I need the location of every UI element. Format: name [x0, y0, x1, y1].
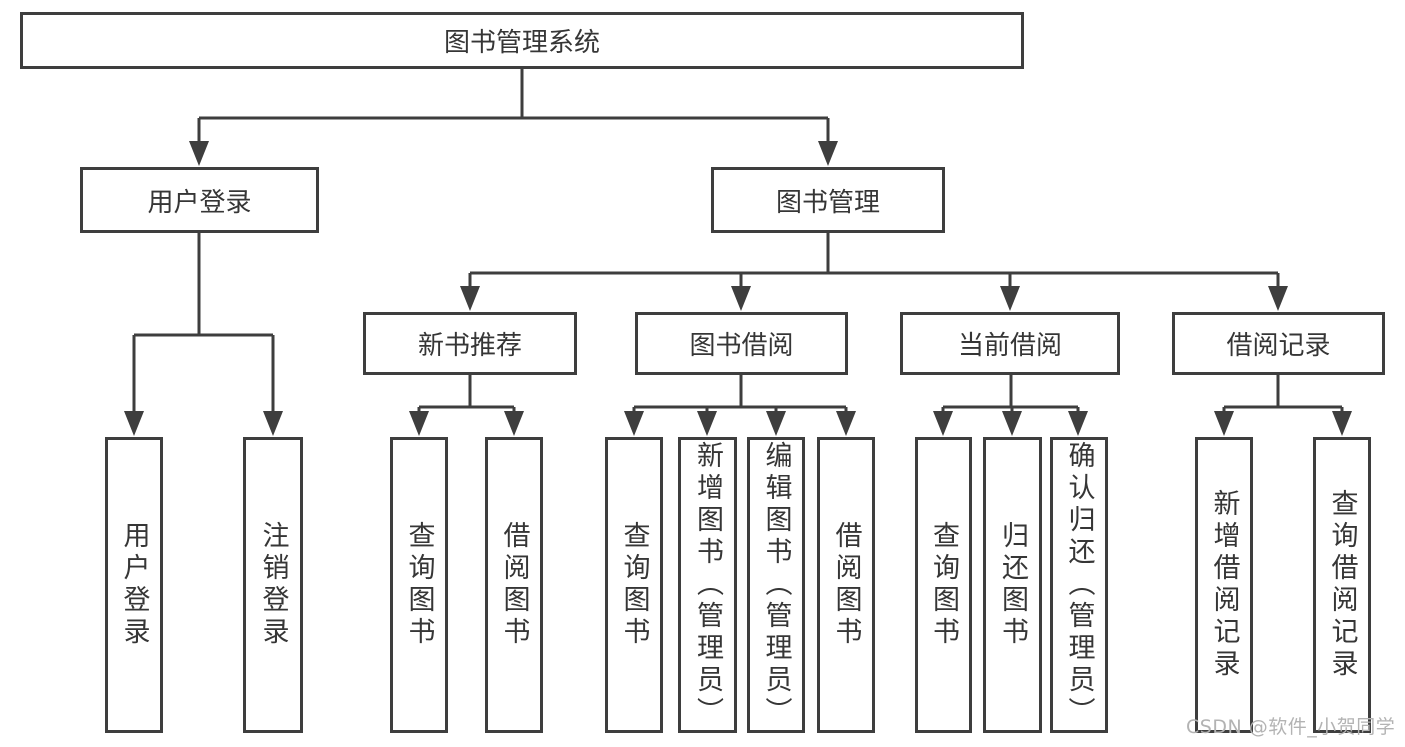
leaf-query-books-borrow: 查询图书 — [605, 437, 663, 733]
arrow-down-icon — [124, 411, 144, 436]
node-root: 图书管理系统 — [20, 12, 1024, 69]
leaf-query-books-recommend: 查询图书 — [390, 437, 448, 733]
leaf-borrow-books-recommend: 借阅图书 — [485, 437, 543, 733]
connector-borrow-to-children — [632, 374, 848, 414]
leaf-add-borrow-record: 新增借阅记录 — [1195, 437, 1253, 733]
node-book-management: 图书管理 — [711, 167, 945, 233]
arrow-down-icon — [189, 141, 209, 166]
leaf-edit-books-admin: 编辑图书（管理员） — [747, 437, 805, 733]
connector-records-to-children — [1222, 374, 1344, 414]
arrowheads — [124, 141, 1352, 436]
connector-user-login-to-children — [132, 233, 275, 413]
arrow-down-icon — [933, 411, 953, 436]
leaf-logout: 注销登录 — [243, 437, 303, 733]
arrow-down-icon — [1002, 411, 1022, 436]
leaf-confirm-return-admin: 确认归还（管理员） — [1050, 437, 1108, 733]
connector-new-rec-to-children — [417, 374, 516, 414]
node-current-borrow: 当前借阅 — [900, 312, 1120, 375]
leaf-borrow-books: 借阅图书 — [817, 437, 875, 733]
node-book-borrow: 图书借阅 — [635, 312, 848, 375]
arrow-down-icon — [460, 286, 480, 311]
node-borrow-records: 借阅记录 — [1172, 312, 1385, 375]
leaf-user-login: 用户登录 — [105, 437, 163, 733]
watermark: CSDN @软件_小贺同学 — [1186, 716, 1396, 738]
arrow-down-icon — [697, 411, 717, 436]
arrow-down-icon — [766, 411, 786, 436]
arrow-down-icon — [1068, 411, 1088, 436]
leaf-query-books-current: 查询图书 — [915, 437, 972, 733]
node-new-book-recommend: 新书推荐 — [363, 312, 577, 375]
arrow-down-icon — [818, 141, 838, 166]
connector-current-to-children — [941, 374, 1080, 414]
arrow-down-icon — [1332, 411, 1352, 436]
leaf-add-books-admin: 新增图书（管理员） — [678, 437, 737, 733]
arrow-down-icon — [504, 411, 524, 436]
arrow-down-icon — [409, 411, 429, 436]
arrow-down-icon — [731, 286, 751, 311]
arrow-down-icon — [1000, 286, 1020, 311]
arrow-down-icon — [836, 411, 856, 436]
connector-book-mgmt-to-children — [468, 233, 1280, 289]
arrow-down-icon — [263, 411, 283, 436]
node-user-login: 用户登录 — [80, 167, 319, 233]
arrow-down-icon — [1268, 286, 1288, 311]
leaf-query-borrow-record: 查询借阅记录 — [1313, 437, 1371, 733]
leaf-return-books: 归还图书 — [983, 437, 1042, 733]
connector-root-to-level1 — [197, 69, 830, 143]
arrow-down-icon — [624, 411, 644, 436]
arrow-down-icon — [1214, 411, 1234, 436]
